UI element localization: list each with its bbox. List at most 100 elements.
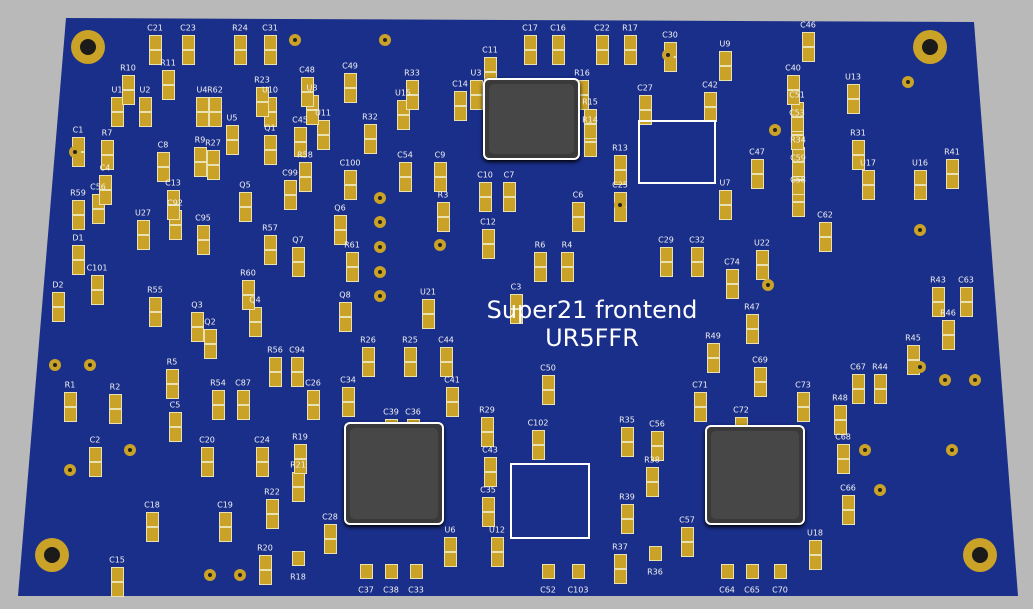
pad [484,472,497,487]
pad [294,142,307,157]
pad [797,392,810,407]
pad [346,252,359,267]
pad [399,162,412,177]
pad [946,174,959,189]
pad [292,262,305,277]
pad [704,92,717,107]
pad [691,247,704,262]
designator-r38: R38 [644,455,660,465]
designator-c64: C64 [719,585,735,595]
pad [157,152,170,167]
designator-q8: Q8 [339,290,351,300]
designator-r27: R27 [205,138,221,148]
designator-r46: R46 [940,308,956,318]
pad [503,182,516,197]
designator-c39: C39 [383,407,399,417]
pad [694,392,707,407]
designator-c11: C11 [482,45,498,55]
designator-r33: R33 [404,68,420,78]
designator-c35: C35 [480,485,496,495]
designator-d2: D2 [52,280,64,290]
via-pad [762,279,774,291]
pad [834,420,847,435]
ic-u6 [344,422,444,525]
pad [301,77,314,92]
designator-c58: C58 [790,175,806,185]
designator-c52: C52 [540,585,556,595]
pad [792,202,805,217]
designator-r14: R14 [582,115,598,125]
designator-u2: U2 [139,85,151,95]
pad [440,362,453,377]
pad [837,444,850,459]
designator-c23: C23 [180,23,196,33]
pad [109,409,122,424]
pad [291,357,304,372]
via-pad [49,359,61,371]
designator-r58: R58 [297,150,313,160]
pad [852,374,865,389]
pad [219,527,232,542]
pad [847,84,860,99]
pad [726,284,739,299]
pad [269,372,282,387]
designator-q3: Q3 [191,300,203,310]
designator-c3: C3 [510,282,522,292]
pad [207,165,220,180]
designator-c22: C22 [594,23,610,33]
designator-q1: Q1 [264,123,276,133]
designator-r22: R22 [264,487,280,497]
pad [317,135,330,150]
pad [269,357,282,372]
designator-r7: R7 [101,128,113,138]
pad [264,50,277,65]
via-pad [614,199,626,211]
pad [792,162,805,177]
via-pad [914,224,926,236]
designator-r59: R59 [70,188,86,198]
designator-c63: C63 [958,275,974,285]
pad [787,90,800,105]
pad [524,50,537,65]
designator-u18: U18 [806,528,824,538]
designator-c8: C8 [157,140,169,150]
designator-c73: C73 [795,380,811,390]
pad [746,314,759,329]
pad [226,125,239,140]
designator-c42: C42 [702,80,718,90]
designator-c36: C36 [405,407,421,417]
pad [292,551,305,566]
pad [249,322,262,337]
pad [819,237,832,252]
designator-c72: C72 [733,405,749,415]
designator-u11: U11 [314,108,332,118]
pad [852,389,865,404]
designator-r18: R18 [290,572,306,582]
designator-c67: C67 [850,362,866,372]
designator-u10: U10 [261,85,279,95]
pad [52,292,65,307]
mounting-hole [35,538,69,572]
designator-r47: R47 [744,302,760,312]
pad [264,235,277,250]
designator-c10: C10 [477,170,493,180]
designator-c15: C15 [109,555,125,565]
pad [339,317,352,332]
pad [342,387,355,402]
pad [339,302,352,317]
pad [614,569,627,584]
designator-r36: R36 [647,567,663,577]
pad [239,192,252,207]
pad [534,252,547,267]
pad [196,97,209,112]
via-pad [374,192,386,204]
designator-c24: C24 [254,435,270,445]
pad [819,222,832,237]
pad [162,70,175,85]
mounting-hole [913,30,947,64]
pad [837,459,850,474]
designator-c31: C31 [262,23,278,33]
pad [437,202,450,217]
designator-c32: C32 [689,235,705,245]
pad [89,462,102,477]
